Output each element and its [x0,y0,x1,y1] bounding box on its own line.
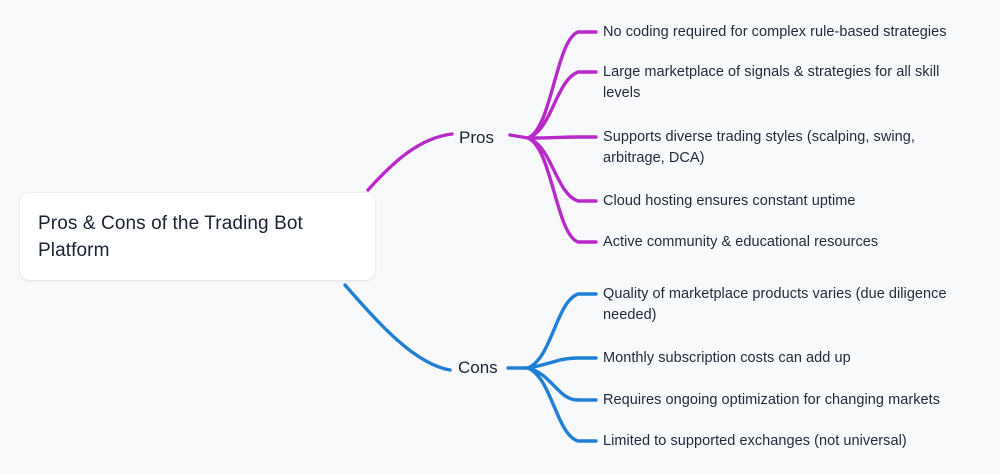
edge-pros-leaf-3 [526,135,598,140]
branch-label-cons[interactable]: Cons [458,358,498,377]
edge-root-to-cons [343,283,452,372]
edge-pros-leaf-1 [526,30,598,140]
leaf-pros-5[interactable]: Active community & educational resources [603,234,879,250]
leaf-pros-3[interactable]: Supports diverse trading styles (scalpin… [603,129,915,166]
edge-cons-leaf-1 [526,292,598,370]
leaf-cons-4[interactable]: Limited to supported exchanges (not univ… [603,433,907,449]
edge-cons-leaf-3 [526,366,598,402]
edge-cons-leaf-4 [526,366,598,443]
leaf-pros-2[interactable]: Large marketplace of signals & strategie… [603,64,940,101]
leaf-cons-1[interactable]: Quality of marketplace products varies (… [603,286,947,323]
edge-pros-leaf-5 [526,136,598,244]
edge-pros-leaf-2 [526,70,598,140]
edge-cons-leaf-2 [526,356,598,370]
edge-pros-label-tail [508,133,530,140]
leaf-cons-2[interactable]: Monthly subscription costs can add up [603,350,851,366]
edge-pros-leaf-4 [526,136,598,203]
leaf-pros-4[interactable]: Cloud hosting ensures constant uptime [603,193,856,209]
edge-root-to-pros [366,132,454,192]
root-node[interactable]: Pros & Cons of the Trading Bot Platform [20,193,375,280]
leaf-pros-1[interactable]: No coding required for complex rule-base… [603,24,947,40]
branch-label-pros[interactable]: Pros [459,128,494,147]
leaf-cons-3[interactable]: Requires ongoing optimization for changi… [603,392,940,408]
root-node-label: Pros & Cons of the Trading Bot Platform [38,212,303,261]
